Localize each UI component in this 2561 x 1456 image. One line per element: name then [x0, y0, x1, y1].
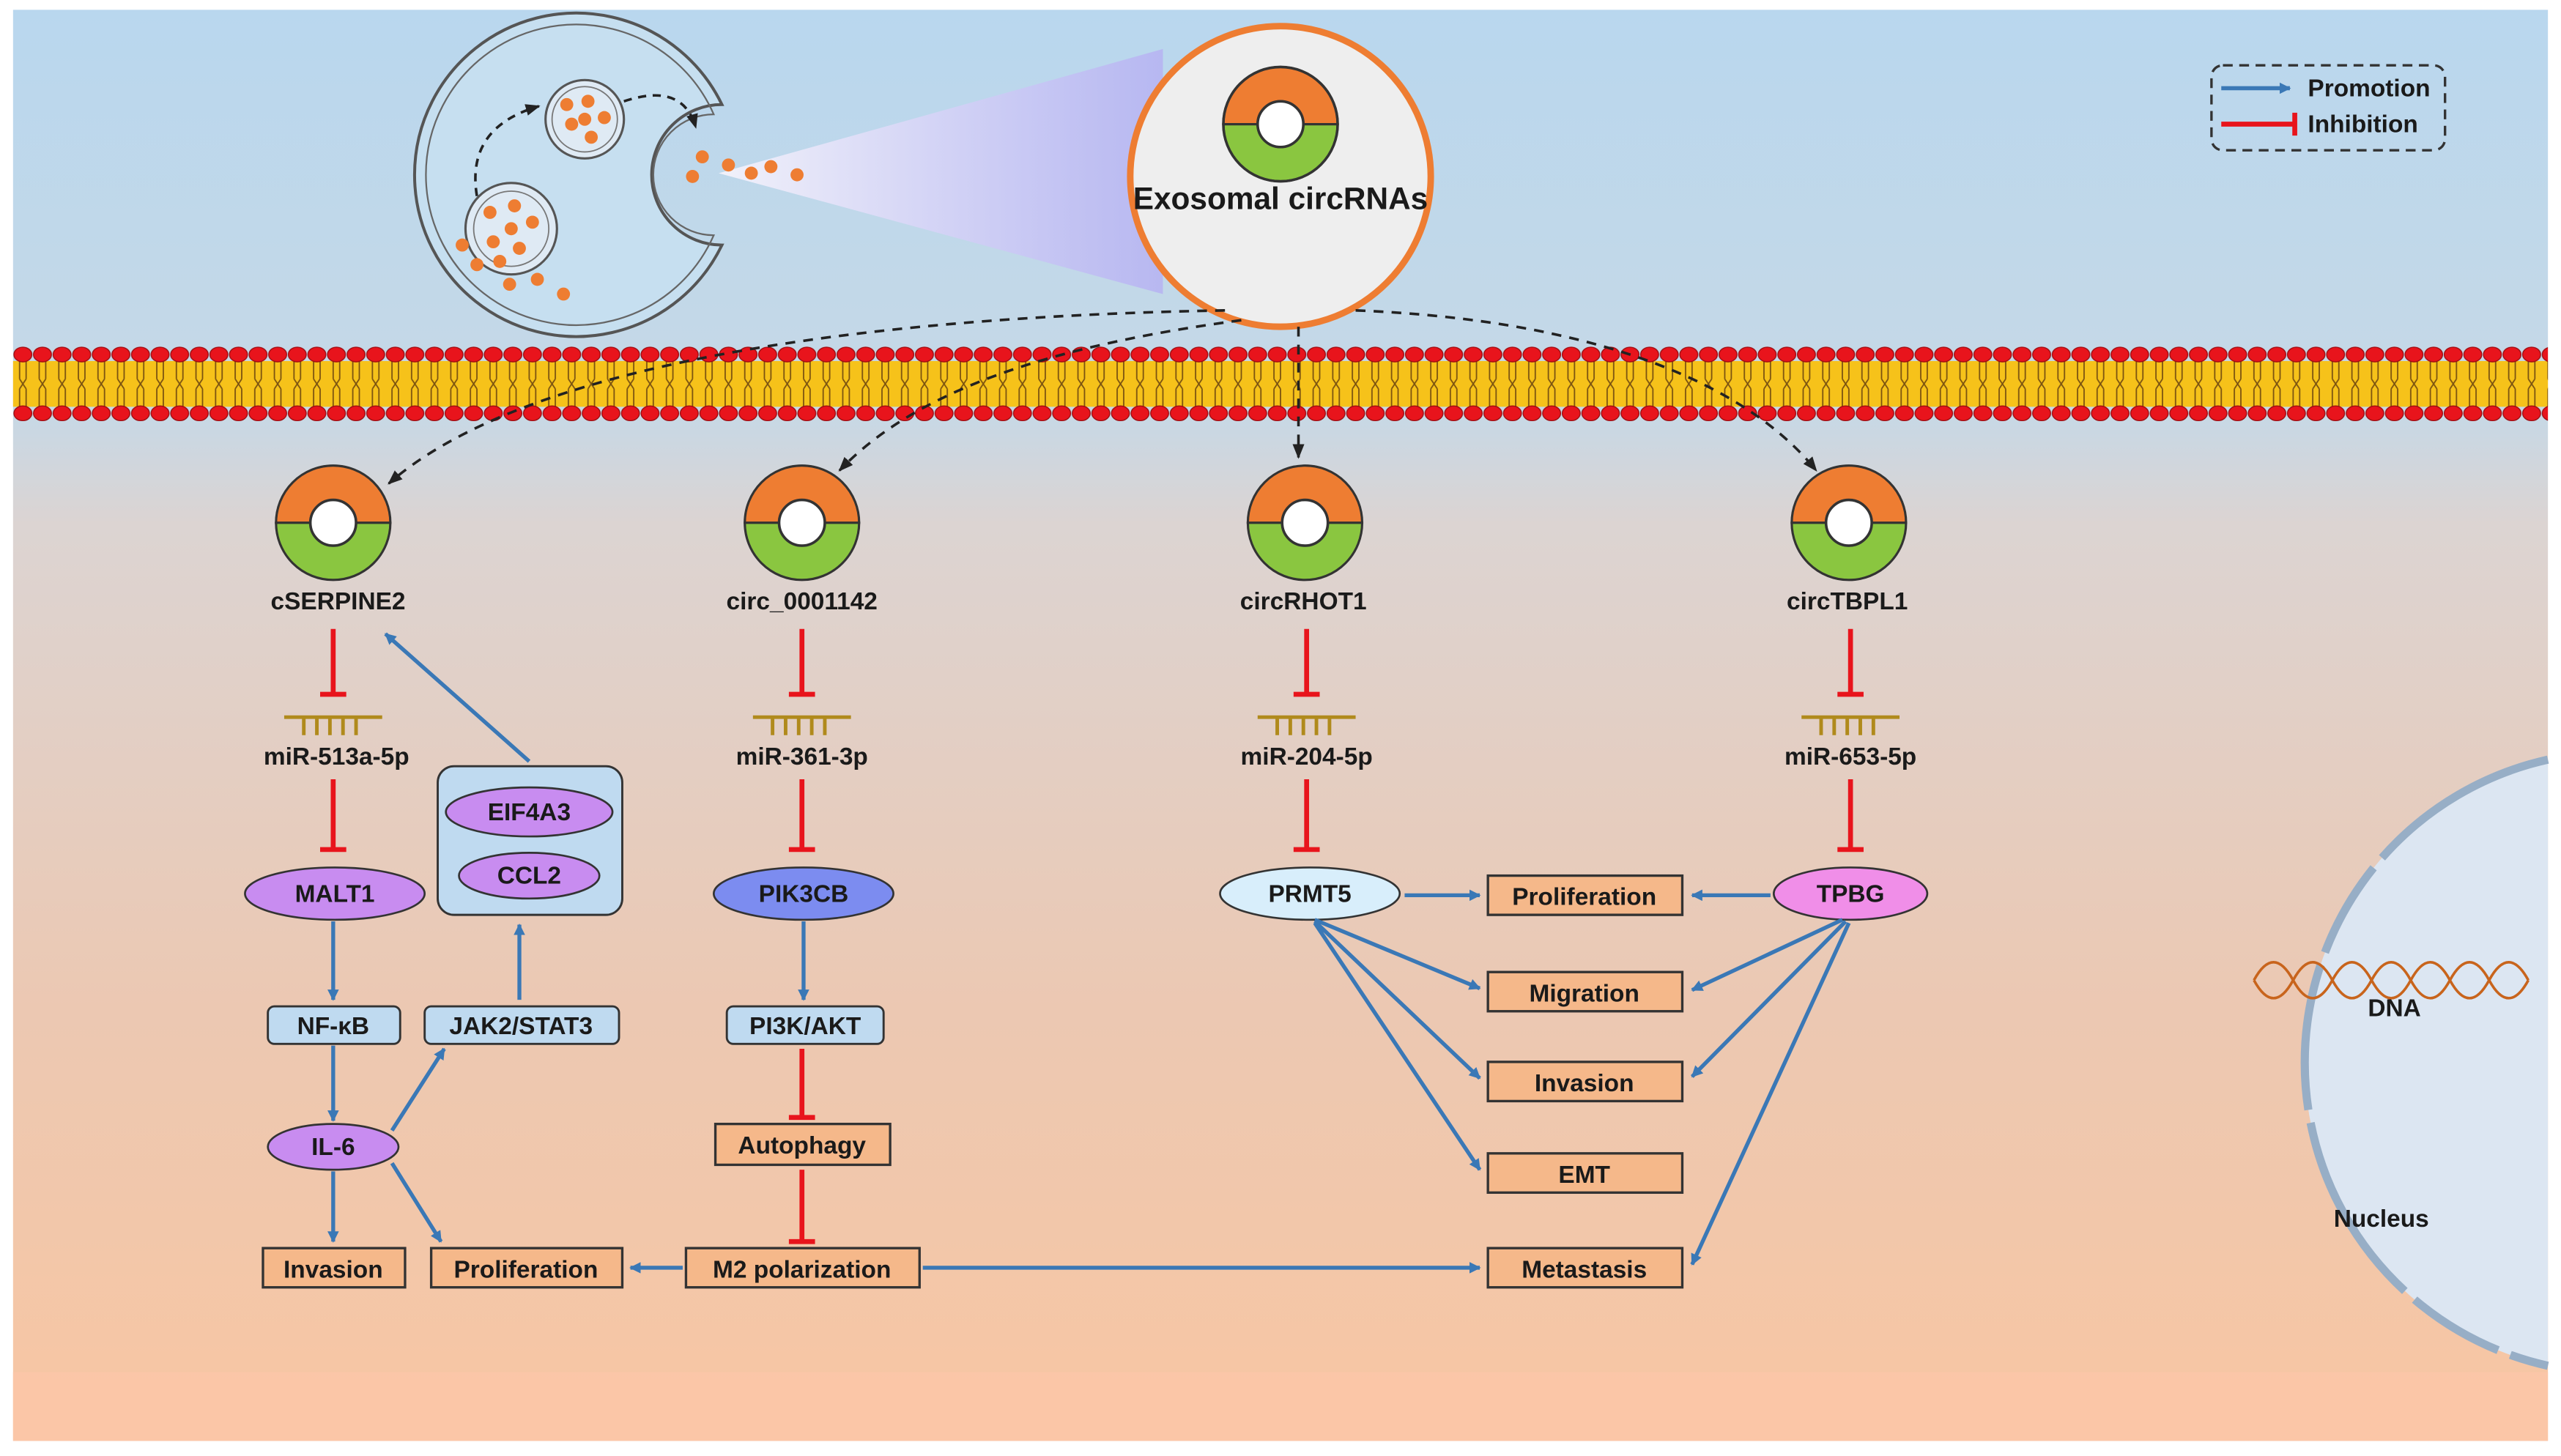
- pathway-2-arrows: [629, 921, 1481, 1274]
- jak-stat-label: JAK2/STAT3: [449, 1013, 593, 1040]
- cell-membrane: [12, 346, 2549, 422]
- metastasis-label: Metastasis: [1522, 1256, 1647, 1283]
- mirna-icon-1: [283, 715, 382, 735]
- pathway-3-4: PRMT5 TPBG Proliferation Migration Invas…: [1219, 866, 1929, 1289]
- circrna-icon-2: [744, 464, 861, 582]
- metastasis-box: [1486, 1247, 1684, 1289]
- proliferation-label-1: Proliferation: [453, 1256, 598, 1283]
- legend-inhibition: Inhibition: [2308, 111, 2417, 138]
- circrna-icons: [275, 464, 1908, 582]
- tpbg-node: [1772, 866, 1929, 921]
- inhibit-circ-mirna: [320, 628, 1864, 697]
- il6-node: [267, 1123, 400, 1171]
- source-cell: [413, 11, 804, 338]
- ccl2-node: [458, 852, 601, 900]
- mirna-icon-2: [752, 715, 851, 735]
- proliferation-label-2: Proliferation: [1512, 884, 1656, 911]
- migration-box: [1486, 970, 1684, 1013]
- pathway-3-4-arrows: [1313, 889, 1851, 1266]
- legend-promotion: Promotion: [2308, 75, 2430, 103]
- invasion-box-1: [262, 1247, 407, 1289]
- magnify-beam: [719, 48, 1163, 294]
- proliferation-box-1: [429, 1247, 624, 1289]
- invasion-box-2: [1486, 1061, 1684, 1103]
- dna-helix: [2253, 961, 2530, 1000]
- invasion-label-1: Invasion: [283, 1256, 383, 1283]
- nfkb-label: NF-κB: [297, 1013, 369, 1040]
- exosome: Exosomal circRNAs: [1127, 23, 1434, 330]
- tpbg-label: TPBG: [1817, 880, 1885, 907]
- pathway-2-inhibitions: [788, 1049, 815, 1244]
- legend: Promotion Inhibition: [2210, 64, 2447, 152]
- eif4a3-node: [445, 786, 614, 838]
- circrna-label-4: circTBPL1: [1787, 588, 1908, 615]
- emt-label: EMT: [1558, 1162, 1610, 1189]
- circrna-label-1: cSERPINE2: [271, 588, 406, 615]
- nfkb-box: [267, 1005, 401, 1045]
- pi3k-akt-label: PI3K/AKT: [749, 1013, 861, 1040]
- migration-label: Migration: [1529, 980, 1639, 1007]
- nucleus-label: Nucleus: [2334, 1206, 2429, 1233]
- circrna-label-3: circRHOT1: [1240, 588, 1367, 615]
- circrna-icon-4: [1790, 464, 1908, 582]
- malt1-label: MALT1: [295, 880, 375, 907]
- mirna-icon-3: [1257, 715, 1356, 735]
- pathway-1-arrows: [327, 632, 531, 1243]
- mirna-label-3: miR-204-5p: [1241, 743, 1373, 770]
- inhibit-mirna-target: [320, 779, 1864, 853]
- pik3cb-label: PIK3CB: [759, 880, 849, 907]
- mirna-label-4: miR-653-5p: [1784, 743, 1916, 770]
- malt1-node: [244, 866, 426, 921]
- mirna-label-2: miR-361-3p: [736, 743, 868, 770]
- pi3k-akt-box: [725, 1005, 885, 1045]
- invasion-label-2: Invasion: [1535, 1070, 1634, 1097]
- circrna-icon-1: [275, 464, 392, 582]
- ccl2-label: CCL2: [497, 863, 561, 890]
- prmt5-label: PRMT5: [1268, 880, 1351, 907]
- bottom-band: [12, 1372, 2549, 1441]
- autophagy-label: Autophagy: [738, 1132, 866, 1159]
- pathway-1: MALT1 EIF4A3 CCL2 NF-κB JAK2/STAT3 IL-6 …: [244, 632, 624, 1289]
- delivery-arrows: [388, 309, 1817, 485]
- il6-label: IL-6: [311, 1134, 355, 1161]
- prmt5-node: [1219, 866, 1401, 921]
- circrna-label-2: circ_0001142: [727, 588, 878, 615]
- emt-box: [1486, 1152, 1684, 1195]
- proliferation-box-2: [1486, 874, 1684, 916]
- pik3cb-node: [712, 866, 894, 921]
- jak-stat-box: [423, 1005, 620, 1045]
- mirna-label-1: miR-513a-5p: [264, 743, 409, 770]
- mirna-icon-4: [1801, 715, 1900, 735]
- mirna-icons: [283, 715, 1900, 735]
- exosome-circrna-icon: [1222, 65, 1339, 183]
- eif4a3-label: EIF4A3: [488, 799, 571, 826]
- dna-label: DNA: [2368, 995, 2420, 1022]
- exosome-title: Exosomal circRNAs: [1133, 182, 1428, 216]
- autophagy-box: [714, 1122, 892, 1167]
- pathway-2: PIK3CB PI3K/AKT Autophagy M2 polarizatio…: [629, 866, 1481, 1289]
- nucleus: DNA Nucleus: [2253, 755, 2549, 1370]
- m2-polarization-box: [684, 1247, 921, 1289]
- m2-polarization-label: M2 polarization: [713, 1256, 891, 1283]
- circrna-icon-3: [1246, 464, 1364, 582]
